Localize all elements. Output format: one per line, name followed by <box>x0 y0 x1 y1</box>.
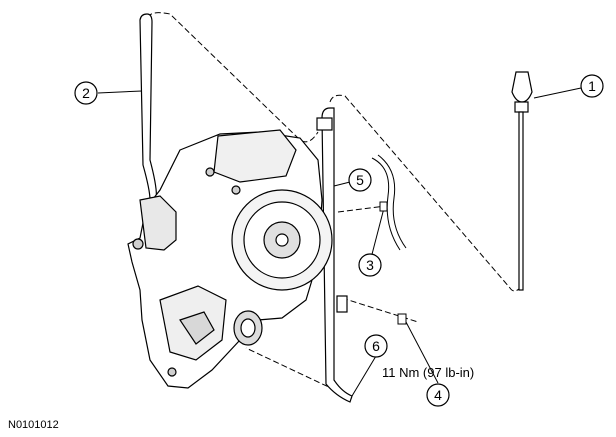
leader-3 <box>369 207 385 263</box>
callout-4: 4 <box>426 383 450 407</box>
leader-5 <box>333 181 351 187</box>
callout-leaders <box>97 87 582 397</box>
callout-5: 5 <box>348 168 372 192</box>
callout-6: 6 <box>364 334 388 358</box>
torque-spec-label: 11 Nm (97 lb-in) <box>382 365 474 380</box>
svg-text:5: 5 <box>356 172 364 188</box>
leader-2 <box>97 90 143 94</box>
leader-1 <box>533 87 582 99</box>
callout-2: 2 <box>74 81 98 105</box>
callout-3: 3 <box>358 253 382 277</box>
dipstick <box>511 71 533 291</box>
dipstick-tube-upper <box>139 13 157 201</box>
callout-1: 1 <box>580 74 604 98</box>
svg-text:2: 2 <box>82 85 90 101</box>
figure-id: N0101012 <box>8 419 59 431</box>
bolt-3 <box>379 201 388 212</box>
guide-line-right <box>329 94 521 292</box>
svg-text:3: 3 <box>366 257 374 273</box>
svg-text:4: 4 <box>434 387 442 403</box>
wiring-harness <box>371 154 407 251</box>
dipstick-tube-lower <box>316 107 353 403</box>
svg-text:1: 1 <box>588 78 596 94</box>
svg-text:6: 6 <box>372 338 380 354</box>
guide-line-top <box>147 12 319 143</box>
guide-line-clip <box>337 205 387 213</box>
leader-6 <box>351 355 377 397</box>
guide-line-bolt <box>341 297 419 323</box>
leader-4 <box>405 321 439 384</box>
bolt-4 <box>397 313 407 325</box>
transaxle-assembly <box>127 129 333 389</box>
